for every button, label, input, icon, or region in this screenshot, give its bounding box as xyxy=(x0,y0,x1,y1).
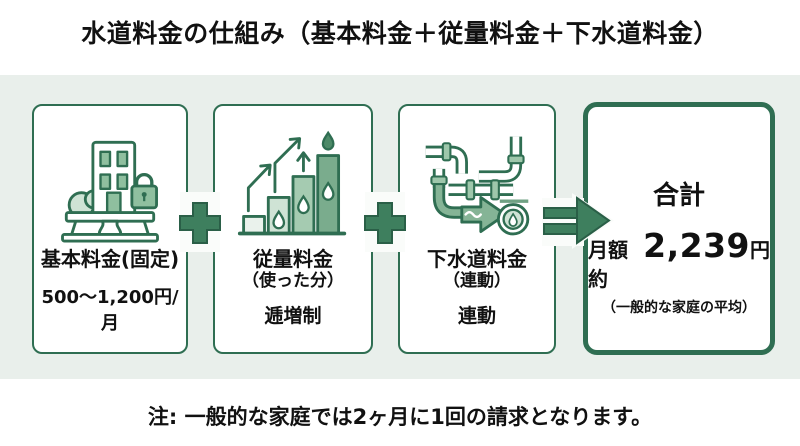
rising-bars-icon xyxy=(236,106,350,248)
plus-icon xyxy=(364,192,406,252)
basic-fee-range: 500〜1,200円/月 xyxy=(41,287,179,334)
metered-fee-sublabel: （使った分） xyxy=(242,271,344,291)
basic-fee-card: 基本料金(固定) 500〜1,200円/月 xyxy=(32,104,188,354)
plus-icon xyxy=(179,192,221,252)
sewer-fee-note: 連動 xyxy=(457,305,496,328)
sewer-fee-sublabel: （連動） xyxy=(443,271,511,291)
pipes-icon xyxy=(420,106,534,248)
footnote: 注: 一般的な家庭では2ヶ月に1回の請求となります。 xyxy=(147,405,653,429)
sewer-fee-card: 下水道料金 （連動） 連動 xyxy=(398,104,556,354)
total-note: （一般的な家庭の平均） xyxy=(602,300,756,316)
building-lock-icon xyxy=(53,106,167,248)
amount-suffix: 円 xyxy=(750,238,770,262)
page-title: 水道料金の仕組み（基本料金＋従量料金＋下水道料金） xyxy=(81,19,719,48)
equals-arrow-icon xyxy=(542,193,614,249)
metered-fee-label: 従量料金 xyxy=(253,247,333,271)
basic-fee-label: 基本料金(固定) xyxy=(40,247,180,271)
total-heading: 合計 xyxy=(652,181,705,211)
sewer-fee-label: 下水道料金 xyxy=(427,247,527,271)
amount-prefix: 月額約 xyxy=(588,238,628,291)
metered-fee-card: 従量料金 （使った分） 逓増制 xyxy=(213,104,373,354)
amount-value: 2,239 xyxy=(643,226,750,265)
metered-fee-note: 逓増制 xyxy=(264,305,322,328)
